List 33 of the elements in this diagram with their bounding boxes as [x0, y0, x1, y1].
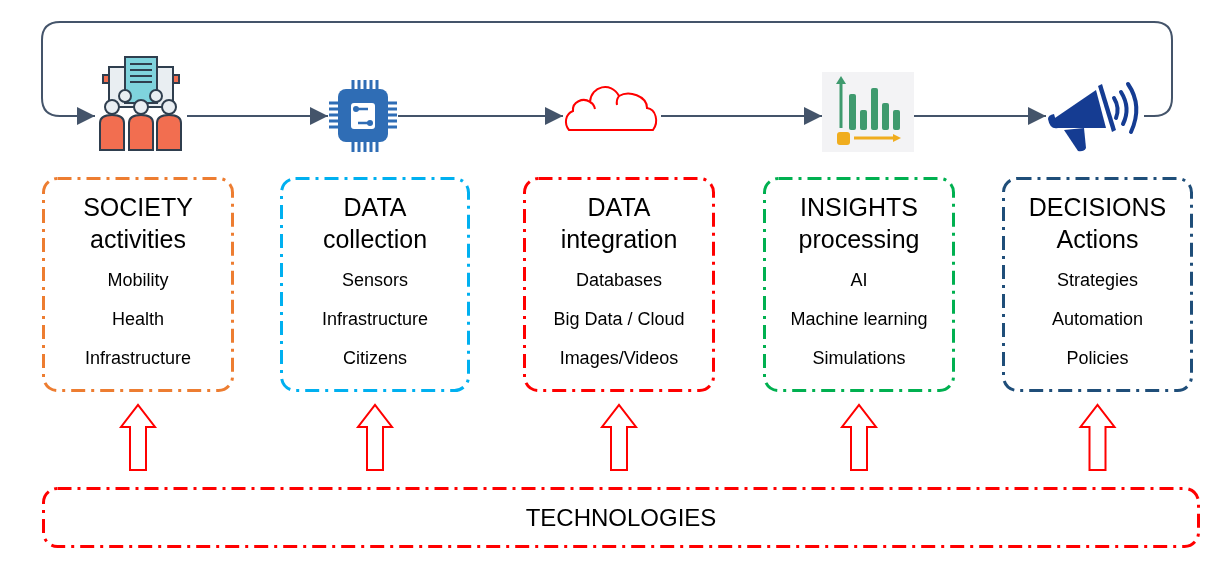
arrow — [660, 107, 823, 125]
box-heading: INSIGHTS processing — [797, 192, 921, 255]
arrow — [913, 107, 1047, 125]
list-item: Strategies — [1056, 269, 1138, 291]
hollow-arrow — [118, 403, 158, 471]
list-item: AI — [850, 269, 868, 291]
list-item: Big Data / Cloud — [553, 308, 685, 330]
box-heading: SOCIETY activities — [82, 192, 194, 255]
list-item: Databases — [575, 269, 663, 291]
hollow-arrow — [839, 403, 879, 471]
list-item: Sensors — [341, 269, 408, 291]
list-item: Infrastructure — [321, 308, 428, 330]
feedback-arrow — [41, 21, 1173, 125]
arrow — [186, 107, 329, 125]
hollow-arrow — [599, 403, 639, 471]
arrow — [397, 107, 564, 125]
list-item: Policies — [1066, 347, 1129, 369]
hollow-arrow — [1078, 403, 1117, 471]
list-item: Simulations — [812, 347, 906, 369]
box-heading: DATA integration — [559, 192, 679, 255]
box-heading: TECHNOLOGIES — [525, 502, 717, 533]
list-item: Images/Videos — [559, 347, 679, 369]
list-item: Automation — [1051, 308, 1144, 330]
list-item: Health — [112, 308, 164, 330]
list-item: Mobility — [107, 269, 169, 291]
list-item: Machine learning — [790, 308, 928, 330]
list-item: Infrastructure — [84, 347, 191, 369]
hollow-arrow — [355, 403, 395, 471]
box-heading: DECISIONS Actions — [1027, 192, 1168, 255]
bar-chart-icon — [822, 72, 914, 152]
list-item: Citizens — [343, 347, 407, 369]
box-heading: DATA collection — [321, 192, 429, 255]
microchip-icon — [328, 78, 398, 154]
